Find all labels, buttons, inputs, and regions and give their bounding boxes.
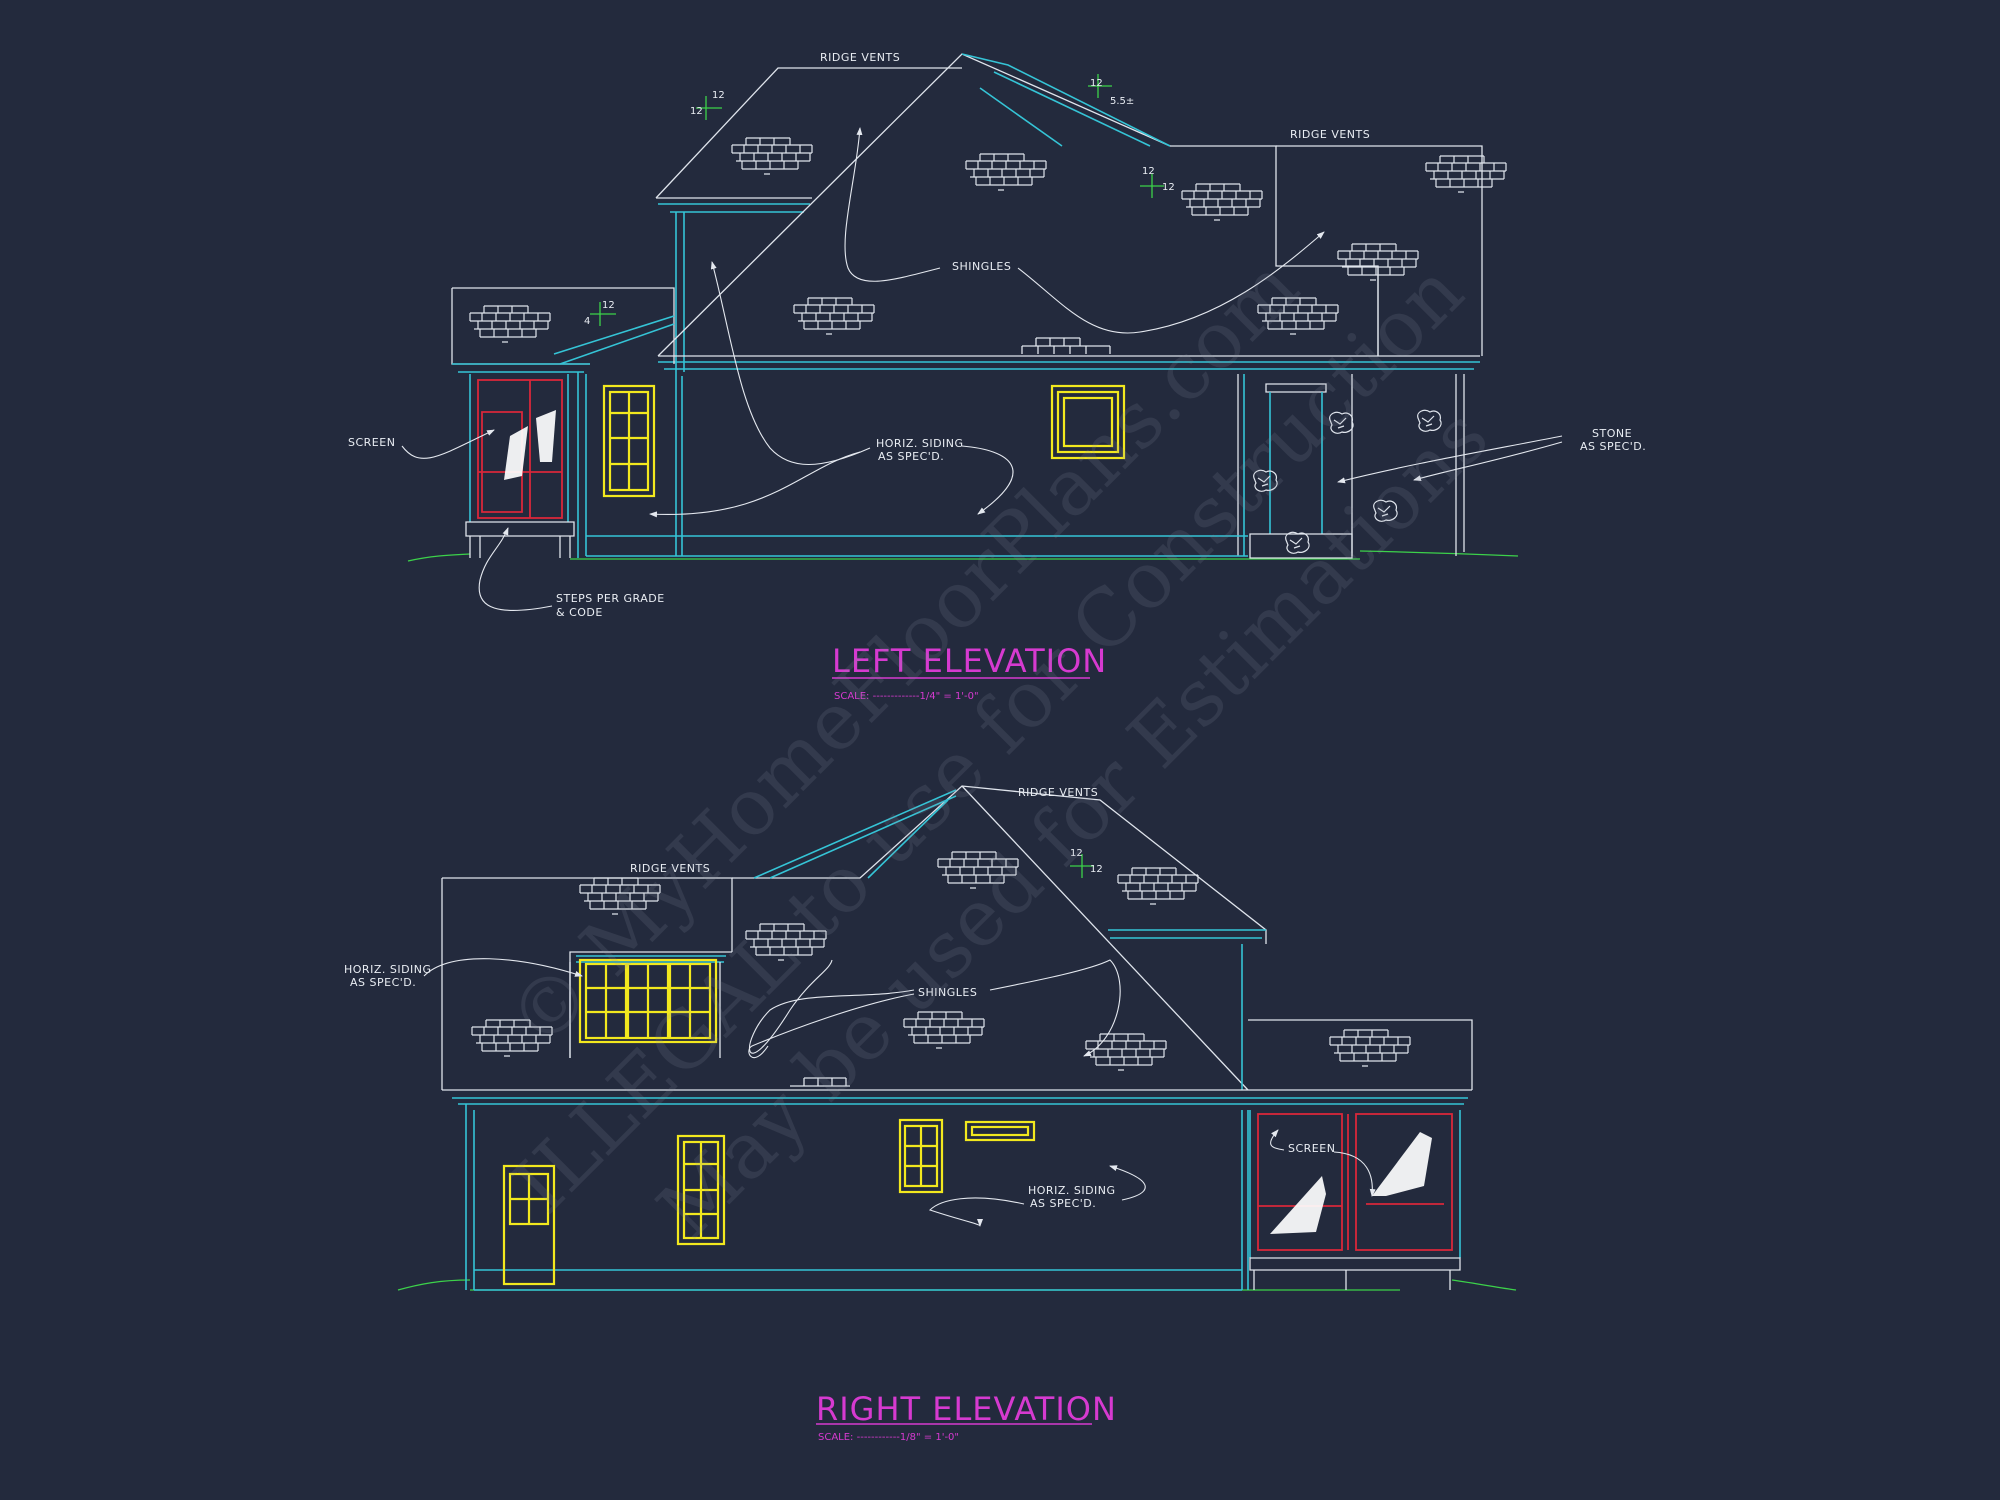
right-elevation: 12 12 RIDGE VENTS RIDGE VENTS SHINGLES H… <box>344 785 1517 1443</box>
horiz-siding-label: AS SPEC'D. <box>350 976 416 989</box>
stone-label: AS SPEC'D. <box>1580 440 1646 453</box>
watermark: © MyHomeFloorPlans.com ILLEGAL to use fo… <box>492 242 1506 1256</box>
pitch-label: 12 <box>1162 182 1175 193</box>
horiz-siding-label: AS SPEC'D. <box>1030 1197 1096 1210</box>
ridge-vents-label: RIDGE VENTS <box>1018 786 1098 799</box>
ridge-vents-label: RIDGE VENTS <box>630 862 710 875</box>
pitch-label: 12 <box>602 300 615 311</box>
pitch-label: 12 <box>1142 166 1155 177</box>
shingles-label: SHINGLES <box>918 986 977 999</box>
pitch-label: 12 <box>1090 78 1103 89</box>
left-elevation-scale: SCALE: -------------1/4" = 1'-0" <box>834 691 979 702</box>
pitch-label: 4 <box>584 316 590 327</box>
right-elevation-title: RIGHT ELEVATION <box>816 1390 1117 1428</box>
watermark-line: ILLEGAL to use for Construction <box>497 247 1481 1231</box>
screen-label: SCREEN <box>1288 1142 1335 1155</box>
left-elevation: 12 12 12 5.5± 12 12 12 4 RIDGE VENTS RID… <box>348 51 1646 702</box>
ridge-vents-label: RIDGE VENTS <box>1290 128 1370 141</box>
pitch-label: 12 <box>1070 848 1083 859</box>
pitch-label: 12 <box>712 90 725 101</box>
ridge-vents-label: RIDGE VENTS <box>820 51 900 64</box>
pitch-label: 12 <box>690 106 703 117</box>
pitch-label: 12 <box>1090 864 1103 875</box>
right-elevation-scale: SCALE: ------------1/8" = 1'-0" <box>818 1432 959 1443</box>
screen-label: SCREEN <box>348 436 395 449</box>
shingles-label: SHINGLES <box>952 260 1011 273</box>
horiz-siding-label: HORIZ. SIDING <box>1028 1184 1116 1197</box>
stone-label: STONE <box>1592 427 1632 440</box>
steps-label: & CODE <box>556 606 603 619</box>
horiz-siding-label: HORIZ. SIDING <box>876 437 964 450</box>
horiz-siding-label: HORIZ. SIDING <box>344 963 432 976</box>
horiz-siding-label: AS SPEC'D. <box>878 450 944 463</box>
pitch-label: 5.5± <box>1110 96 1134 107</box>
steps-label: STEPS PER GRADE <box>556 592 665 605</box>
left-elevation-title: LEFT ELEVATION <box>832 642 1107 680</box>
